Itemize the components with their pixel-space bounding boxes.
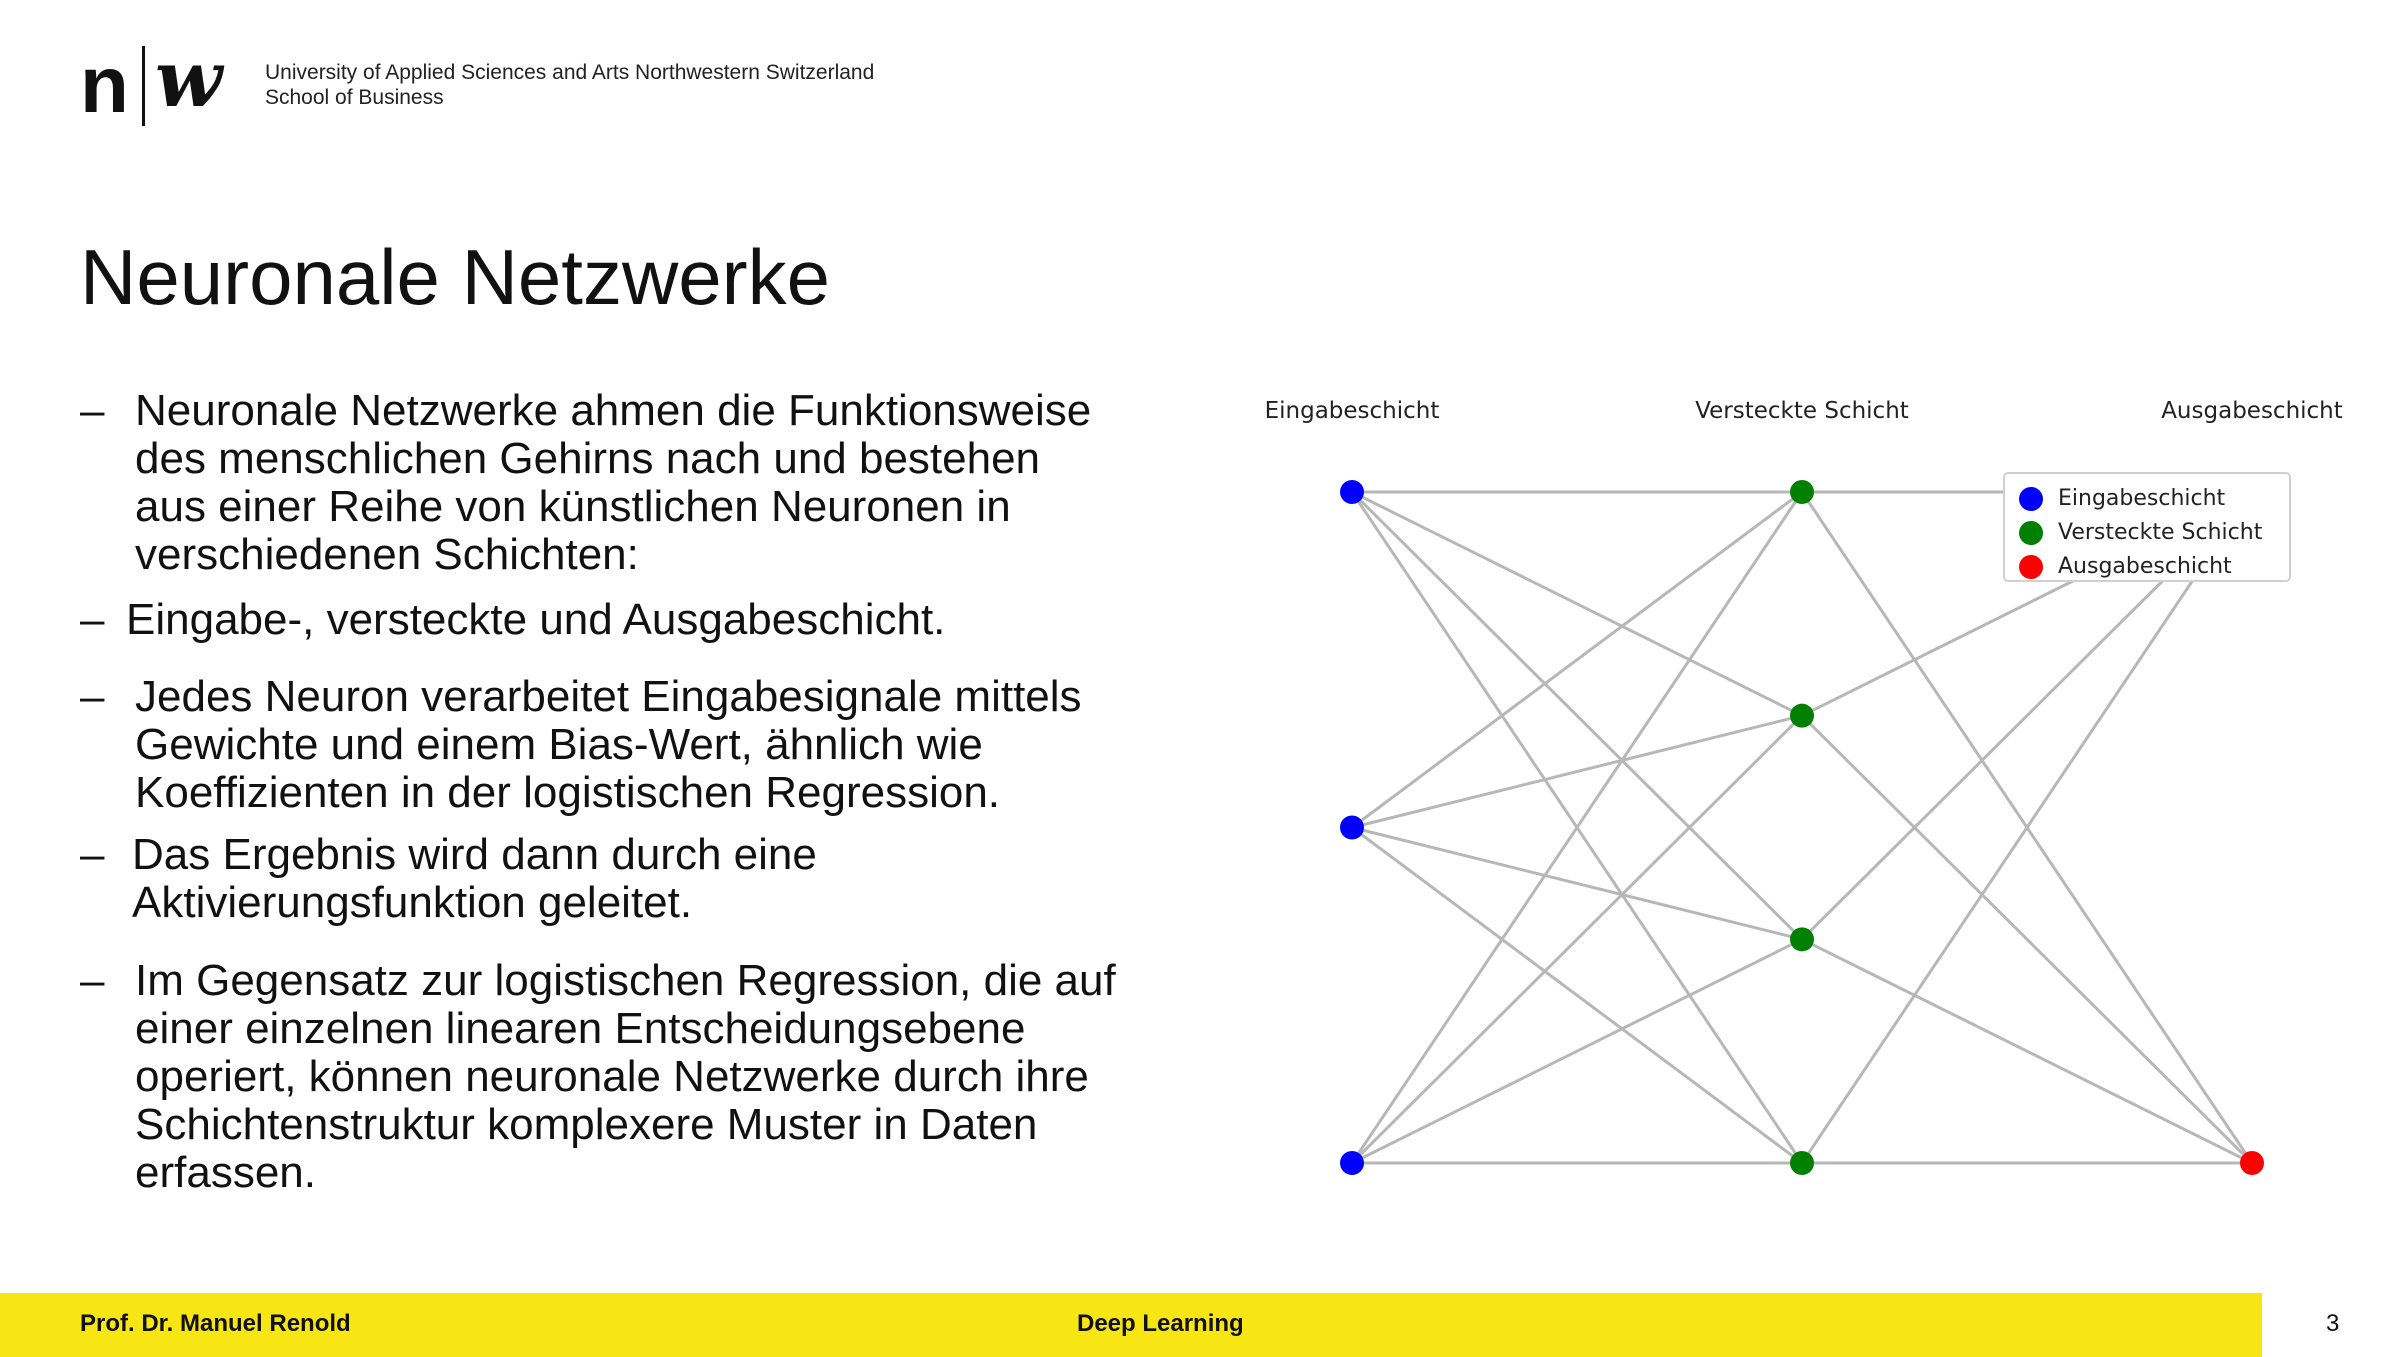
logo-w: w [155,34,223,125]
bullet-list: – Neuronale Netzwerke ahmen die Funktion… [80,387,1180,1197]
connection-edge [1351,490,1803,829]
footer-bar [0,1293,2262,1357]
layer-label: Eingabeschicht [1265,398,1440,424]
bullet-item: – Im Gegensatz zur logistischen Regressi… [80,957,1180,1197]
logo-n: n [80,40,129,129]
neuron-group [1340,480,2264,1175]
connection-edge [1351,714,1803,829]
bullet-line: Schichtenstruktur komplexere Muster in D… [135,1100,1038,1149]
bullet-item: – Jedes Neuron verarbeitet Eingabesignal… [80,673,1180,817]
bullet-dash: – [80,672,105,721]
bullet-line: einer einzelnen linearen Entscheidungseb… [135,1004,1026,1053]
neuron-node [1340,1151,1364,1175]
connection-edge [1350,714,1804,1165]
neuron-node [2240,1151,2264,1175]
fhnw-logo: n w [80,40,230,130]
connection-edge [1350,491,1804,1164]
logo-divider [142,46,145,126]
footer-course: Deep Learning [1077,1310,1244,1337]
connection-edge [1351,937,1803,1165]
connection-edge [1351,490,1803,718]
bullet-line: operiert, können neuronale Netzwerke dur… [135,1052,1089,1101]
bullet-line: Gewichte und einem Bias-Wert, ähnlich wi… [135,720,983,769]
bullet-line: erfassen. [135,1148,316,1197]
layer-label-group: Eingabeschicht Versteckte Schicht Ausgabes… [1265,398,2343,424]
connection-edge [1801,937,2253,1165]
bullet-line: Das Ergebnis wird dann durch eine [132,830,817,879]
bullet-line: verschiedenen Schichten: [135,530,639,579]
layer-label: Ausgabeschicht [2161,398,2343,424]
layer-label: Versteckte Schicht [1695,398,1909,424]
neuron-node [1340,815,1364,840]
bullet-line: aus einer Reihe von künstlichen Neuronen… [135,482,1011,531]
connection-edge [1351,826,1803,1165]
slide-title: Neuronale Netzwerke [80,233,831,321]
footer-author: Prof. Dr. Manuel Renold [80,1310,351,1337]
bullet-line: Im Gegensatz zur logistischen Regression… [135,956,1116,1005]
legend-marker [2019,555,2043,579]
neuron-node [1340,480,1364,504]
bullet-line: des menschlichen Gehirns nach und besteh… [135,434,1041,483]
legend-marker [2019,487,2043,511]
connection-edge [1351,826,1803,941]
bullet-line: Neuronale Netzwerke ahmen die Funktionsw… [135,386,1092,435]
neuron-node [1790,703,1814,728]
bullet-dash: – [80,386,105,435]
institution-line-2: School of Business [265,86,444,109]
institution-name: University of Applied Sciences and Arts … [265,60,874,110]
connection-edge [1800,491,2254,1164]
legend-label: Eingabeschicht [2058,486,2226,511]
bullet-dash: – [80,830,105,879]
bullet-dash: – [80,595,105,644]
edge-group [1350,490,2254,1165]
bullet-line: Jedes Neuron verarbeitet Eingabesignale … [135,672,1082,721]
legend-label: Ausgabeschicht [2058,554,2232,579]
connection-edge [1350,490,1804,941]
bullet-item: – Neuronale Netzwerke ahmen die Funktion… [80,387,1180,579]
bullet-line: Eingabe-, versteckte und Ausgabeschicht. [126,595,946,644]
bullet-dash: – [80,956,105,1005]
legend-box [2003,472,2291,582]
bullet-item: – Das Ergebnis wird dann durch eine Akti… [80,831,1180,927]
bullet-line: Aktivierungsfunktion geleitet. [132,878,693,927]
neuron-node [1790,480,1814,504]
legend-label: Versteckte Schicht [2058,520,2263,545]
connection-edge [1800,714,2254,1165]
bullet-item: – Eingabe-, versteckte und Ausgabeschich… [80,596,1180,644]
neuron-node [1790,1151,1814,1175]
page-number: 3 [2326,1310,2340,1337]
neuron-node [1790,927,1814,952]
institution-line-1: University of Applied Sciences and Arts … [265,61,875,84]
legend-marker [2019,521,2043,545]
bullet-line: Koeffizienten in der logistischen Regres… [135,768,1001,817]
